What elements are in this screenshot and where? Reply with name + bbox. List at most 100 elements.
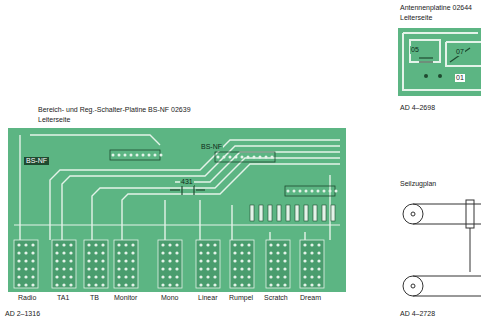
pad [283,259,286,262]
connector-block [285,186,335,196]
switch-name: Linear [198,294,217,302]
pad [101,267,104,270]
switch-block [196,240,220,288]
pad [233,251,236,254]
pad [213,259,216,262]
pad [131,259,134,262]
pad [287,190,290,193]
pad [206,283,209,286]
pad [310,243,313,246]
callout-number: 01 [455,74,465,82]
pad [438,74,442,78]
pad [94,259,97,262]
board-heading: Bereich- und Reg.-Schalter-Platine BS-NF… [38,106,191,114]
pad [175,259,178,262]
pad [124,275,127,278]
pad [161,275,164,278]
pad [247,251,250,254]
pad [24,275,27,278]
pad [24,267,27,270]
pad [117,275,120,278]
pad [269,267,272,270]
pad [117,251,120,254]
pad [276,275,279,278]
pad [199,243,202,246]
pad [31,267,34,270]
pad [17,283,20,286]
pad [17,251,20,254]
pad [31,259,34,262]
pcb-board [8,128,346,292]
pad [124,251,127,254]
pad [160,154,163,157]
pad [283,275,286,278]
pad [55,243,58,246]
pad [62,259,65,262]
pad [161,251,164,254]
pad [142,154,145,157]
pad [283,243,286,246]
pad [55,283,58,286]
pad [213,251,216,254]
pad [283,267,286,270]
pad [17,243,20,246]
pad [87,283,90,286]
antenna-traces [403,33,481,90]
switch-block [14,240,38,288]
antenna-capacitor [419,48,470,62]
pad [213,283,216,286]
component-blocks [14,150,335,288]
pad [229,156,232,159]
pad [31,283,34,286]
pad [233,267,236,270]
drawing-number: AD 4–2698 [400,104,435,112]
pad [199,267,202,270]
drawing-number: AD 2–1316 [5,310,40,318]
pad [17,267,20,270]
pad [199,275,202,278]
rope-diagram [403,200,481,296]
antenna-board [398,28,481,96]
switch-name: Radio [18,294,36,302]
pad [303,283,306,286]
pad [310,251,313,254]
switch-block [84,240,108,288]
pad [117,267,120,270]
pad [335,190,338,193]
pad [269,283,272,286]
pad [87,259,90,262]
pad [31,251,34,254]
pad [240,259,243,262]
switch-name: TB [90,294,99,302]
resistor-symbol [322,205,326,221]
pad [269,251,272,254]
pad [94,251,97,254]
resistor-symbol [268,205,272,221]
pad [199,283,202,286]
pad [131,251,134,254]
pad [168,251,171,254]
pad [269,275,272,278]
pad [283,283,286,286]
capacitor-symbol [170,185,205,195]
pad [87,275,90,278]
pad [154,154,157,157]
pad [117,243,120,246]
switch-block [158,240,182,288]
pad [233,259,236,262]
pad [69,251,72,254]
pad [240,251,243,254]
pad [323,190,326,193]
resistor-symbol [259,205,263,221]
pad [175,251,178,254]
switch-block [52,240,76,288]
pad [101,243,104,246]
pad [87,267,90,270]
pad [101,283,104,286]
pad [213,243,216,246]
pad [24,283,27,286]
pad [259,156,262,159]
pad [17,275,20,278]
pad [317,243,320,246]
pad [317,190,320,193]
